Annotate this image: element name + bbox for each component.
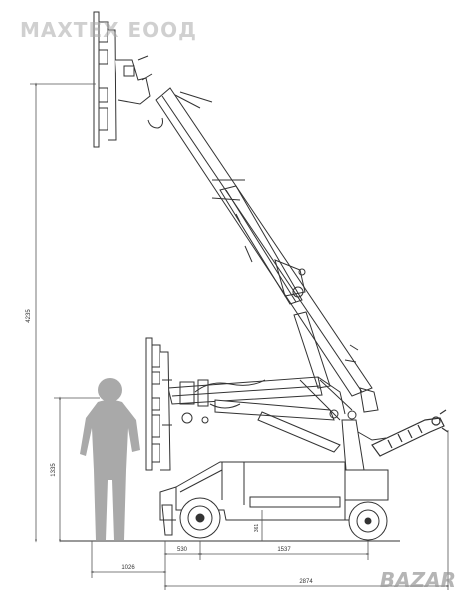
rear-wheel	[348, 501, 388, 541]
front-wheel	[179, 497, 221, 539]
dim-max-height: 4235	[26, 309, 32, 323]
bazar-logo: BAZAR	[379, 568, 456, 592]
dim-front-offset: 530	[177, 547, 188, 553]
upper-boom	[147, 87, 379, 413]
dim-person-height: 1335	[51, 463, 57, 477]
dim-wheelbase: 1537	[277, 547, 291, 553]
chassis	[159, 419, 389, 536]
lower-boom	[167, 376, 357, 453]
dim-front-reach: 1026	[121, 565, 135, 571]
human-silhouette	[80, 378, 140, 540]
watermark-text: МАХТЕХ ЕООД	[20, 18, 197, 42]
lower-suction-frame	[145, 337, 172, 471]
upper-suction-frame	[93, 11, 153, 148]
dimension-lines	[30, 82, 450, 590]
rear-handle	[371, 409, 449, 457]
dim-total-length: 2874	[299, 579, 313, 585]
dim-small: 361	[254, 524, 260, 533]
